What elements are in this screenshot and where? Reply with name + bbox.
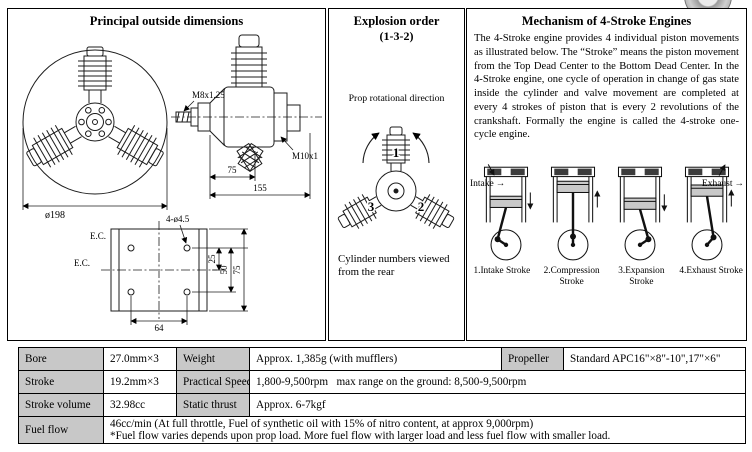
- dim-front-thread-label: M8x1.25: [192, 90, 225, 100]
- intake-arrow-icon: →: [495, 179, 506, 189]
- mount-bracket-drawing: [101, 221, 248, 325]
- stroke-spec-label: Stroke: [18, 370, 104, 394]
- panel-principal-dimensions: Principal outside dimensions: [7, 8, 326, 341]
- front-view-drawing: [21, 46, 169, 210]
- propeller-label: Propeller: [501, 347, 564, 371]
- dim-75-label: 75: [228, 165, 238, 175]
- stroke-diagrams: [467, 164, 746, 264]
- compression-stroke-diagram: [550, 166, 601, 261]
- spec-row-bore: Bore 27.0mm×3 Weight Approx. 1,385g (wit…: [18, 347, 746, 371]
- bore-value: 27.0mm×3: [103, 347, 177, 371]
- stroke-label-expansion: 3.Expansion Stroke: [618, 266, 665, 287]
- weight-label: Weight: [176, 347, 250, 371]
- practical-speed-value: 1,800-9,500rpm max range on the ground: …: [249, 370, 746, 394]
- panel-explosion-order: Explosion order (1-3-2) Prop rotational …: [328, 8, 465, 341]
- fuel-flow-line1: 46cc/min (At full throttle, Fuel of synt…: [110, 418, 534, 430]
- spec-row-stroke-volume: Stroke volume 32.98cc Static thrust Appr…: [18, 393, 746, 417]
- stroke-label-compression: 2.Compression Stroke: [543, 266, 600, 287]
- radial-engine-rear-view: [333, 126, 459, 236]
- mechanism-body-text: The 4-Stroke engine provides 4 individua…: [474, 33, 739, 141]
- stroke-label-exhaust: 4.Exhaust Stroke: [679, 266, 743, 277]
- expansion-stroke-diagram: [617, 166, 668, 261]
- fuel-flow-line2: *Fuel flow varies depends upon prop load…: [110, 430, 611, 442]
- stroke-labels-row: 1.Intake Stroke 2.Compression Stroke 3.E…: [467, 266, 746, 287]
- dimensions-drawing: ø198 M8x1.25 M10x1 75 155 4-ø4.5 E.C. E.…: [21, 34, 322, 333]
- dim-ec-top-label: E.C.: [90, 231, 106, 241]
- prop-rotation-label: Prop rotational direction: [348, 93, 445, 104]
- bore-label: Bore: [18, 347, 104, 371]
- dim-25-label: 25: [207, 254, 217, 264]
- dim-155-label: 155: [253, 183, 267, 193]
- propeller-value: Standard APC16"×8"-10",17"×6": [563, 347, 746, 371]
- dim-diameter-label: ø198: [45, 210, 65, 221]
- panel-mechanism: Mechanism of 4-Stroke Engines The 4-Stro…: [466, 8, 747, 341]
- exhaust-stroke-diagram: [684, 164, 735, 261]
- exhaust-label: Exhaust: [701, 179, 733, 189]
- dim-ec-left-label: E.C.: [74, 258, 90, 268]
- stroke-volume-value: 32.98cc: [103, 393, 177, 417]
- exhaust-flow-tag: Exhaust→: [702, 179, 744, 189]
- cylinder-1-number: 1: [393, 145, 400, 160]
- fuel-flow-value: 46cc/min (At full throttle, Fuel of synt…: [103, 416, 746, 444]
- dimensions-panel-title: Principal outside dimensions: [89, 14, 244, 28]
- explosion-order-diagram: 1 3 2: [333, 126, 459, 236]
- static-thrust-value: Approx. 6-7kgf: [249, 393, 746, 417]
- dim-50-label: 50: [219, 265, 229, 275]
- intake-label: Intake: [470, 179, 494, 189]
- stroke-volume-label: Stroke volume: [18, 393, 104, 417]
- dim-rear-thread-label: M10x1: [292, 151, 318, 161]
- spec-row-stroke: Stroke 19.2mm×3 Practical Speed 1,800-9,…: [18, 370, 746, 394]
- side-view-drawing: [171, 34, 322, 199]
- stroke-spec-value: 19.2mm×3: [103, 370, 177, 394]
- dim-holes-label: 4-ø4.5: [166, 214, 190, 224]
- cylinder-3-number: 3: [368, 199, 375, 214]
- stroke-label-intake: 1.Intake Stroke: [473, 266, 531, 277]
- dim-64-label: 64: [155, 323, 165, 333]
- explosion-order-value: (1-3-2): [379, 29, 414, 43]
- static-thrust-label: Static thrust: [176, 393, 250, 417]
- fuel-flow-label: Fuel flow: [18, 416, 104, 444]
- intake-stroke-diagram: [483, 164, 534, 261]
- exhaust-arrow-icon: →: [734, 179, 745, 189]
- explosion-panel-title: Explosion order: [353, 14, 440, 28]
- practical-speed-label: Practical Speed: [176, 370, 250, 394]
- cylinder-2-number: 2: [418, 199, 425, 214]
- explosion-caption: Cylinder numbers viewed from the rear: [338, 253, 450, 279]
- mechanism-panel-title: Mechanism of 4-Stroke Engines: [521, 14, 692, 28]
- weight-value: Approx. 1,385g (with mufflers): [249, 347, 502, 371]
- dim-75v-label: 75: [232, 265, 242, 275]
- intake-flow-tag: Intake→: [470, 179, 505, 189]
- spec-row-fuel-flow: Fuel flow 46cc/min (At full throttle, Fu…: [18, 416, 746, 444]
- spec-table: Bore 27.0mm×3 Weight Approx. 1,385g (wit…: [18, 347, 746, 444]
